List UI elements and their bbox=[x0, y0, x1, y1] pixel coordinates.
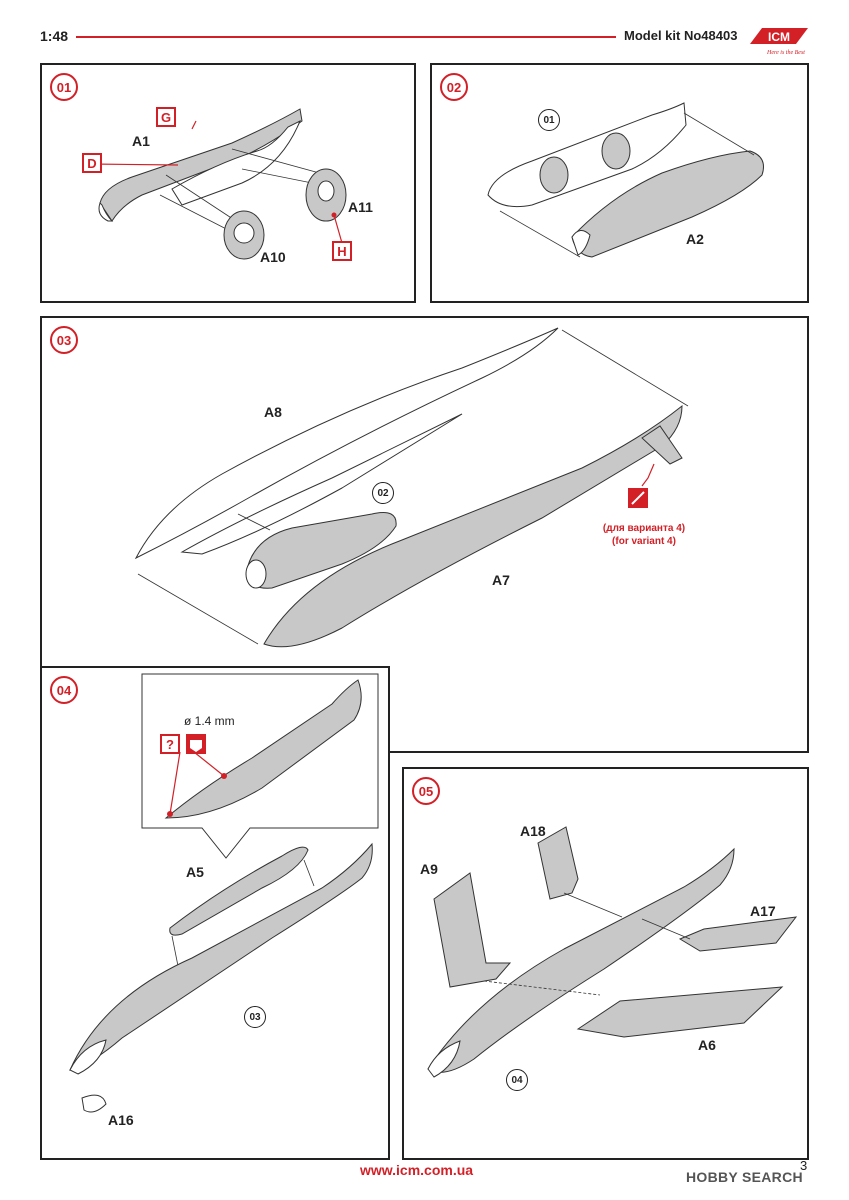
step-03-ref: 02 bbox=[372, 482, 394, 504]
part-a18-label: A18 bbox=[520, 823, 546, 839]
code-h-box: H bbox=[332, 241, 352, 261]
drill-size-label: ø 1.4 mm bbox=[184, 714, 235, 728]
header-rule bbox=[76, 36, 616, 38]
step-05-ref: 04 bbox=[506, 1069, 528, 1091]
kit-number: Model kit No48403 bbox=[624, 28, 738, 43]
logo-text: ICM bbox=[768, 30, 790, 44]
step-03-number: 03 bbox=[50, 326, 78, 354]
step-05-drawing bbox=[427, 826, 798, 1078]
scale-label: 1:48 bbox=[40, 28, 69, 44]
step-05-panel: 05 A18 A9 A17 A6 04 bbox=[402, 767, 809, 1160]
page-number: 3 bbox=[800, 1158, 808, 1173]
step-05-number: 05 bbox=[412, 777, 440, 805]
icm-logo: ICM Here is the Best bbox=[750, 28, 808, 56]
step-04-panel: 04 ? ø 1.4 mm A5 03 A16 bbox=[40, 666, 390, 1160]
website-link[interactable]: www.icm.com.ua bbox=[360, 1162, 474, 1178]
part-a5-label: A5 bbox=[186, 864, 204, 880]
part-a2-label: A2 bbox=[686, 231, 704, 247]
step-01-panel: 01 G D H A1 A11 A10 bbox=[40, 63, 416, 303]
step-03-panel: 03 02 A8 A7 (для варианта 4) (for varian… bbox=[40, 316, 809, 753]
part-a17-label: A17 bbox=[750, 903, 776, 919]
part-a1-label: A1 bbox=[132, 133, 150, 149]
step-02-drawing bbox=[487, 102, 764, 258]
part-a10-label: A10 bbox=[260, 249, 286, 265]
step-01-number: 01 bbox=[50, 73, 78, 101]
watermark: HOBBY SEARCH bbox=[686, 1169, 803, 1185]
step-02-number: 02 bbox=[440, 73, 468, 101]
part-a7-label: A7 bbox=[492, 572, 510, 588]
part-a9-label: A9 bbox=[420, 861, 438, 877]
part-a6-label: A6 bbox=[698, 1037, 716, 1053]
part-a11-label: A11 bbox=[348, 199, 373, 215]
part-a8-label: A8 bbox=[264, 404, 282, 420]
code-g-box: G bbox=[156, 107, 176, 127]
code-d-box: D bbox=[82, 153, 102, 173]
step-02-panel: 02 01 A2 bbox=[430, 63, 809, 303]
step-01-drawing bbox=[89, 108, 347, 260]
step-03-drawing bbox=[134, 327, 689, 648]
step-02-ref: 01 bbox=[538, 109, 560, 131]
step-04-number: 04 bbox=[50, 676, 78, 704]
step-04-drawing bbox=[69, 673, 379, 1113]
logo-tagline: Here is the Best bbox=[766, 50, 805, 56]
variant-note: (для варианта 4) (for variant 4) bbox=[602, 523, 686, 547]
question-box: ? bbox=[160, 734, 180, 754]
step-04-ref: 03 bbox=[244, 1006, 266, 1028]
part-a16-label: A16 bbox=[108, 1112, 134, 1128]
